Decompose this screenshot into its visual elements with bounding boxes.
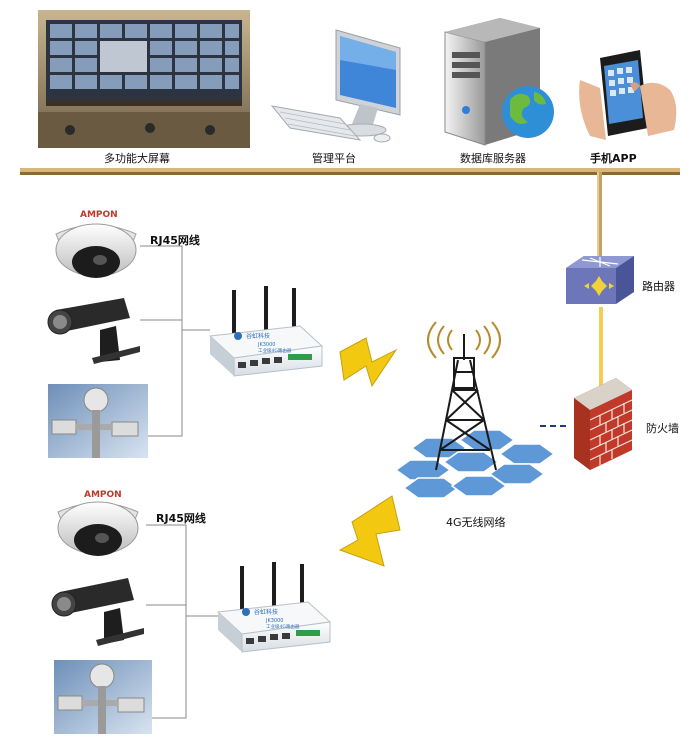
router-label: 路由器 (642, 280, 675, 293)
top-device-label-database: 数据库服务器 (460, 152, 526, 165)
group2-4g-gateway-icon (216, 562, 332, 653)
group2-gateway-subtitle: 工业级4G路由器 (266, 623, 300, 630)
top-device-label-management: 管理平台 (312, 152, 356, 165)
top-device-label-mobile-app: 手机APP (590, 152, 637, 165)
wireless-network-label: 4G无线网络 (446, 516, 506, 529)
wireless-signal-bolt-lower (338, 495, 401, 567)
group1-4g-gateway-label-group: 谷虹科技 JK3000 工业级4G路由器 (246, 332, 292, 354)
top-device-label-video-wall: 多功能大屏幕 (104, 152, 170, 165)
group2-camera-brand: AMPON (84, 490, 122, 500)
group2-ptz-camera-icon (54, 660, 152, 734)
group2-4g-gateway-label-group: 谷虹科技 JK3000 工业级4G路由器 (254, 608, 300, 630)
wireless-signal-bolt-upper (339, 337, 398, 388)
group1-gateway-subtitle: 工业级4G路由器 (258, 347, 292, 354)
firewall-icon (574, 378, 633, 470)
video-wall-icon (38, 10, 250, 148)
smartphone-icon (579, 50, 677, 140)
group2-gateway-brand: 谷虹科技 (254, 608, 278, 616)
backbone-bus-line (20, 168, 680, 175)
group1-ptz-camera-icon (48, 384, 148, 458)
group2-cable-label: RJ45网线 (156, 512, 206, 525)
router-to-firewall-line (599, 307, 603, 387)
group2-gateway-model: JK3000 (265, 618, 283, 624)
bus-to-router-line (597, 172, 602, 256)
group1-wiring (140, 245, 210, 437)
group2-bullet-camera-icon (51, 578, 144, 646)
group1-dome-camera-icon (55, 208, 137, 278)
group1-gateway-model: JK3000 (257, 342, 275, 348)
group2-wiring (146, 524, 218, 719)
database-server-icon (444, 18, 554, 146)
group1-4g-gateway-icon (208, 286, 324, 377)
router-icon (566, 256, 634, 304)
firewall-label: 防火墙 (646, 422, 679, 435)
group2-dome-camera-icon (57, 501, 139, 556)
desktop-computer-icon (270, 29, 401, 143)
group1-gateway-brand: 谷虹科技 (246, 332, 270, 340)
group1-cable-label: RJ45网线 (150, 234, 200, 247)
cell-tower-icon (394, 321, 556, 499)
group1-camera-brand: AMPON (80, 210, 118, 220)
group1-bullet-camera-icon (47, 298, 140, 364)
